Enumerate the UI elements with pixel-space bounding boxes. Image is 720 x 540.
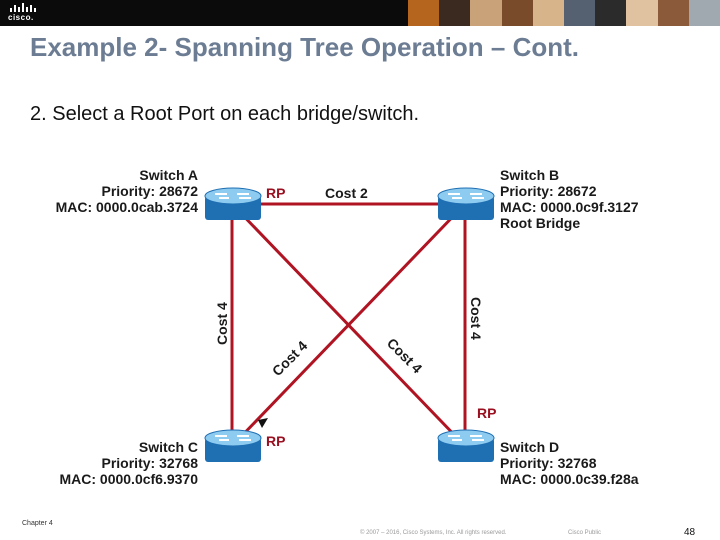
header-bar: cisco. xyxy=(0,0,720,26)
switch-d-mac: MAC: 0000.0c39.f28a xyxy=(500,471,639,487)
photo-strip xyxy=(408,0,720,26)
footer-chapter: Chapter 4 xyxy=(22,520,53,527)
bullet-text: 2. Select a Root Port on each bridge/swi… xyxy=(30,103,420,125)
switch-a-mac: MAC: 0000.0cab.3724 xyxy=(56,199,199,215)
switch-c-name: Switch C xyxy=(139,439,198,455)
switch-c-icon xyxy=(204,429,262,462)
switch-a-icon xyxy=(204,187,262,220)
switch-d-name: Switch D xyxy=(500,439,559,455)
root-port-label-c: RP xyxy=(266,433,285,449)
link-a-d xyxy=(230,202,467,448)
root-port-label-a: RP xyxy=(266,185,285,201)
spanning-tree-diagram: Cost 2 Cost 4 Cost 4 Cost 4 Cost 4 RP RP… xyxy=(56,167,639,487)
switch-c-priority: Priority: 32768 xyxy=(102,455,199,471)
photo-tile xyxy=(657,0,689,26)
switch-c-mac: MAC: 0000.0cf6.9370 xyxy=(59,471,198,487)
switch-d-icon xyxy=(437,429,495,462)
switch-b-priority: Priority: 28672 xyxy=(500,183,597,199)
photo-tile xyxy=(439,0,471,26)
logo-text: cisco. xyxy=(8,13,34,22)
cost-label-b-d: Cost 4 xyxy=(468,297,484,340)
photo-tile xyxy=(501,0,533,26)
photo-tile xyxy=(688,0,720,26)
switch-a-name: Switch A xyxy=(139,167,198,183)
photo-tile xyxy=(470,0,502,26)
photo-tile xyxy=(595,0,627,26)
cisco-logo-icon xyxy=(10,3,36,12)
switch-d-priority: Priority: 32768 xyxy=(500,455,597,471)
photo-tile xyxy=(626,0,658,26)
photo-tile xyxy=(564,0,596,26)
footer-copyright: © 2007 – 2016, Cisco Systems, Inc. All r… xyxy=(360,530,507,536)
arrow-icon xyxy=(258,418,268,428)
cost-label-a-b: Cost 2 xyxy=(325,185,368,201)
footer-classification: Cisco Public xyxy=(568,530,602,536)
switch-b-root-label: Root Bridge xyxy=(500,215,580,231)
page-number: 48 xyxy=(684,527,696,538)
switch-b-mac: MAC: 0000.0c9f.3127 xyxy=(500,199,639,215)
switch-b-name: Switch B xyxy=(500,167,559,183)
slide-title: Example 2- Spanning Tree Operation – Con… xyxy=(30,32,579,62)
photo-tile xyxy=(408,0,440,26)
root-port-label-d: RP xyxy=(477,405,496,421)
photo-tile xyxy=(532,0,565,26)
cost-label-a-c: Cost 4 xyxy=(214,302,230,345)
switch-a-priority: Priority: 28672 xyxy=(102,183,199,199)
switch-b-icon xyxy=(437,187,495,220)
